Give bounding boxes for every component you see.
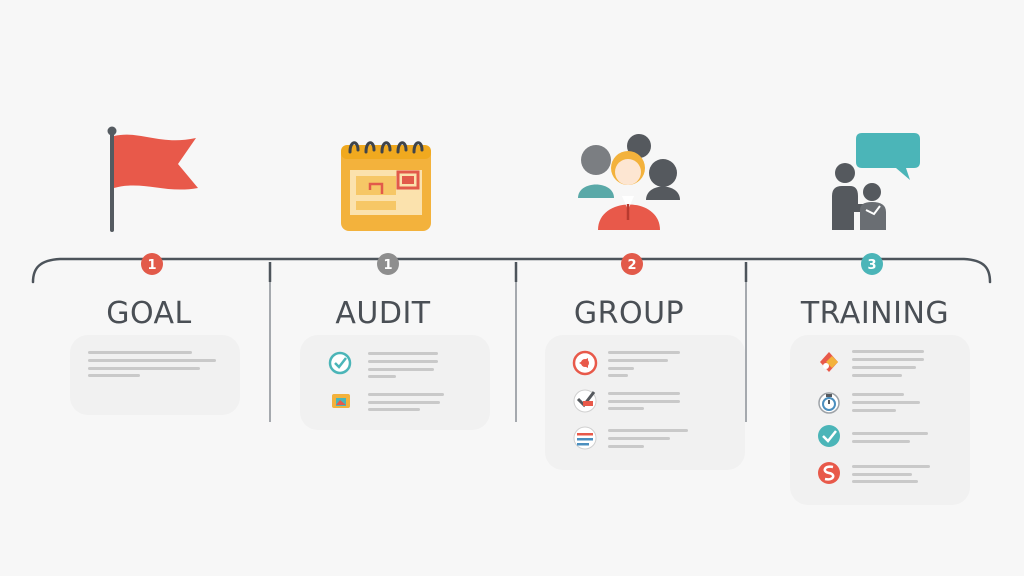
step-marker-audit: 1 — [377, 253, 399, 275]
training-panel — [790, 335, 970, 505]
timeline-line — [31, 257, 992, 284]
coaching-icon — [832, 133, 920, 230]
step-marker-goal: 1 — [141, 253, 163, 275]
audit-list — [328, 351, 444, 411]
pen-check-icon — [573, 389, 597, 413]
step-marker-training: 3 — [861, 253, 883, 275]
puzzle-icon — [820, 352, 838, 372]
folder-image-icon — [332, 394, 350, 408]
step-title-group: GROUP — [573, 296, 685, 331]
step-title-goal: GOAL — [106, 296, 192, 331]
svg-text:3: 3 — [867, 258, 876, 273]
svg-text:2: 2 — [627, 258, 636, 273]
step-title-training: TRAINING — [800, 296, 950, 331]
audit-panel — [300, 335, 490, 430]
svg-text:1: 1 — [383, 258, 392, 273]
team-icon — [578, 134, 680, 230]
flag-icon — [107, 126, 198, 232]
step-marker-group: 2 — [621, 253, 643, 275]
document-icon — [573, 426, 597, 450]
step-title-audit: AUDIT — [335, 296, 431, 331]
target-icon — [572, 350, 598, 376]
stopwatch-icon — [818, 392, 840, 414]
goal-text-lines — [88, 351, 216, 377]
check-circle-icon — [328, 351, 352, 375]
group-list — [572, 350, 688, 450]
swirl-icon — [818, 462, 840, 484]
check-circle-icon — [818, 425, 840, 447]
training-list — [818, 350, 930, 484]
goal-panel — [70, 335, 240, 415]
calendar-icon — [341, 141, 431, 231]
svg-text:1: 1 — [147, 258, 156, 273]
